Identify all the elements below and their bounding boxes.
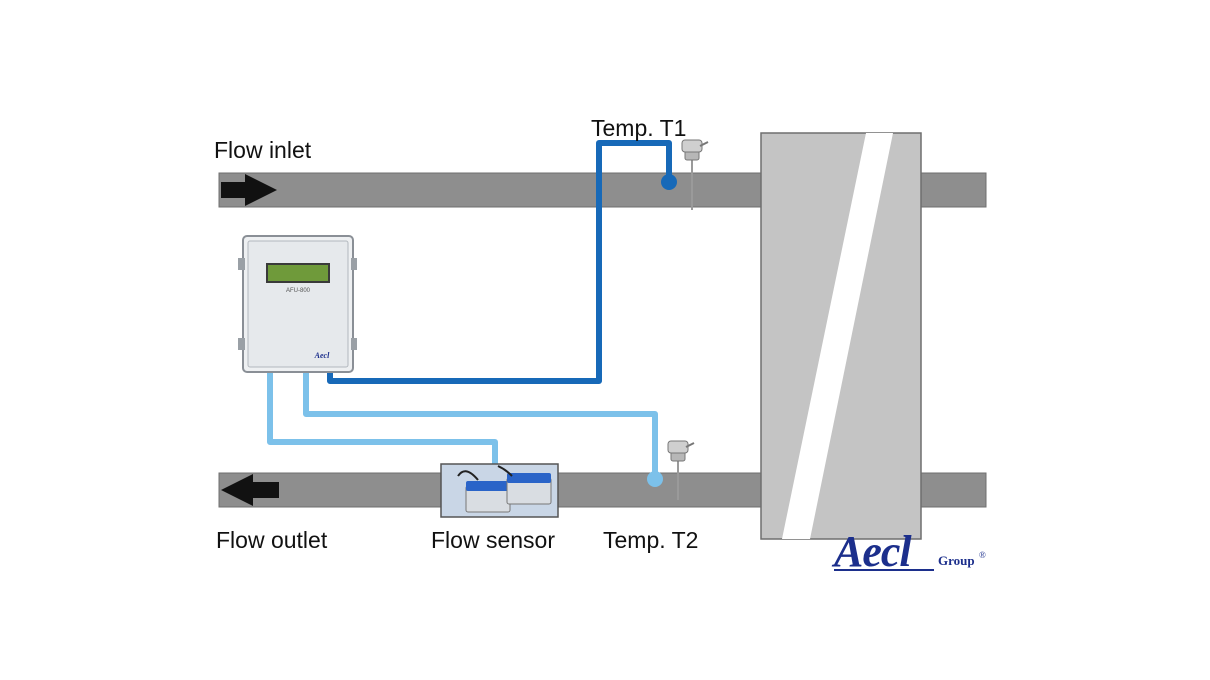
logo-registered: ®: [979, 550, 986, 560]
temp-probe-t2-icon: [667, 440, 695, 500]
t2-cable: [303, 370, 658, 479]
inlet-arrow-icon: [221, 174, 277, 206]
heat-exchanger: [760, 132, 922, 540]
logo-word: Aecl: [834, 527, 912, 576]
temp-t2-label: Temp. T2: [603, 527, 699, 553]
meter-model: AFU-800: [286, 288, 311, 294]
logo-group: Group: [938, 553, 975, 568]
meter-brand: Aecl: [314, 351, 330, 360]
temp-t1-label: Temp. T1: [591, 115, 687, 141]
flow-outlet-label: Flow outlet: [216, 527, 328, 553]
outlet-arrow-icon: [221, 474, 279, 506]
t2-probe-point: [647, 471, 663, 487]
meter-converter: AFU-800 Aecl: [238, 235, 357, 373]
temp-probe-t1-icon: [681, 139, 709, 210]
flow-sensor-icon: [440, 463, 559, 518]
flow-inlet-label: Flow inlet: [214, 137, 312, 163]
logo-underline: [834, 569, 934, 571]
meter-display: [266, 263, 330, 283]
t1-probe-point: [661, 174, 677, 190]
t1-cable: [327, 140, 672, 384]
flow-sensor-label: Flow sensor: [431, 527, 555, 553]
aecl-group-logo: Aecl Group ®: [834, 526, 994, 576]
sensor-cable: [267, 370, 498, 466]
